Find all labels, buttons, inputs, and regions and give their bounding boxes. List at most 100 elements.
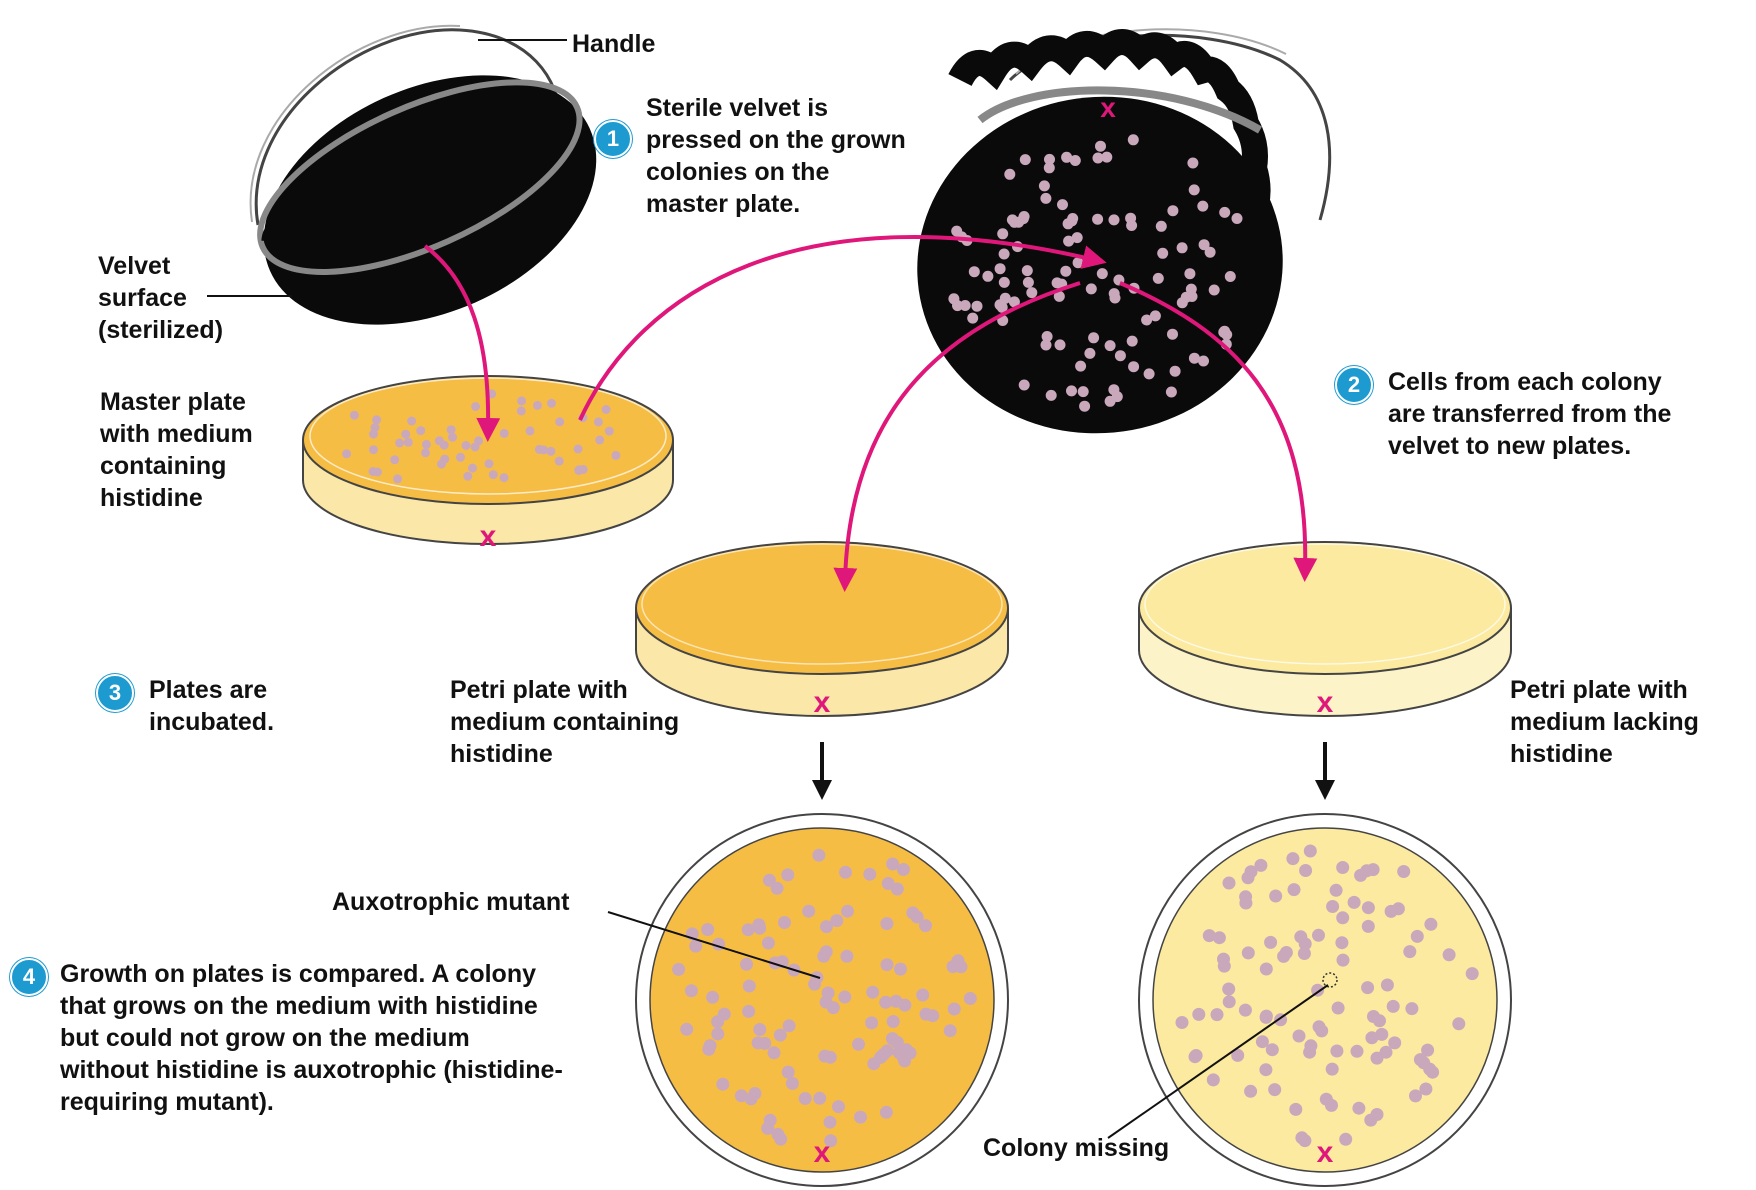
colony-dot: [574, 445, 583, 454]
colony-dot: [761, 1122, 774, 1135]
colony-dot: [1189, 184, 1200, 195]
colony-dot: [799, 1092, 812, 1105]
colony-dot: [768, 1046, 781, 1059]
colony-dot: [774, 1133, 787, 1146]
colony-dot: [1167, 329, 1178, 340]
colony-dot: [1088, 332, 1099, 343]
master-plate-line-3: containing: [100, 450, 253, 482]
colony-dot: [1157, 248, 1168, 259]
plate-lacking-histidine: x: [1139, 542, 1511, 719]
colony-dot: [824, 1116, 837, 1129]
colony-dot: [393, 474, 402, 483]
colony-dot: [1354, 869, 1367, 882]
colony-dot: [369, 445, 378, 454]
colony-dot: [758, 1037, 771, 1050]
plate-histidine-line-3: histidine: [450, 738, 679, 770]
colony-dot: [1144, 368, 1155, 379]
plate-histidine-label: Petri plate with medium containing histi…: [450, 674, 679, 770]
colony-dot: [672, 963, 685, 976]
colony-dot: [1362, 901, 1375, 914]
colony-dot: [999, 249, 1010, 260]
colony-dot: [350, 411, 359, 420]
colony-dot: [1007, 214, 1018, 225]
colony-dot: [926, 1009, 939, 1022]
step-3-badge: 3: [96, 674, 134, 712]
colony-dot: [1335, 936, 1348, 949]
colony-dot: [1336, 911, 1349, 924]
plate-lacking-line-3: histidine: [1510, 738, 1699, 770]
colony-dot: [822, 987, 835, 1000]
colony-dot: [964, 992, 977, 1005]
step-2-badge: 2: [1335, 366, 1373, 404]
colony-dot: [740, 958, 753, 971]
colony-dot: [1385, 905, 1398, 918]
colony-dot: [1207, 1073, 1220, 1086]
colony-dot: [533, 401, 542, 410]
velvet-surface-line-3: (sterilized): [98, 314, 223, 346]
colony-dot: [706, 991, 719, 1004]
colony-dot: [1187, 158, 1198, 169]
step-4-line-5: requiring mutant).: [60, 1086, 563, 1118]
master-x-mark-icon: x: [480, 520, 497, 553]
step-3-line-2: incubated.: [149, 706, 274, 738]
colony-dot: [778, 916, 791, 929]
colony-dot: [999, 277, 1010, 288]
colony-dot: [390, 455, 399, 464]
velvet-stamp-left: [225, 26, 636, 374]
colony-dot: [1304, 845, 1317, 858]
velvet-x-mark-icon: x: [1100, 92, 1116, 123]
colony-dot: [500, 429, 509, 438]
colony-dot: [1242, 871, 1255, 884]
step-4-line-4: without histidine is auxotrophic (histid…: [60, 1054, 563, 1086]
master-plate-label: Master plate with medium containing hist…: [100, 386, 253, 514]
colony-dot: [1371, 1052, 1384, 1065]
colony-dot: [1365, 1031, 1378, 1044]
step-1-badge: 1: [594, 120, 632, 158]
colony-dot: [1239, 890, 1252, 903]
colony-missing-label: Colony missing: [983, 1132, 1169, 1164]
colony-dot: [1424, 918, 1437, 931]
colony-dot: [840, 950, 853, 963]
colony-dot: [485, 459, 494, 468]
colony-dot: [1063, 236, 1074, 247]
colony-dot: [1176, 1016, 1189, 1029]
colony-dot: [463, 472, 472, 481]
step-3-line-1: Plates are: [149, 674, 274, 706]
colony-dot: [838, 991, 851, 1004]
colony-dot: [1426, 1066, 1439, 1079]
colony-dot: [982, 271, 993, 282]
colony-dot: [1213, 931, 1226, 944]
colony-dot: [813, 1092, 826, 1105]
colony-dot: [1225, 271, 1236, 282]
colony-dot: [820, 920, 833, 933]
colony-dot: [1079, 401, 1090, 412]
colony-dot: [1405, 1002, 1418, 1015]
colony-dot: [1219, 326, 1230, 337]
colony-dot: [1288, 883, 1301, 896]
colony-dot: [743, 980, 756, 993]
colony-dot: [1199, 239, 1210, 250]
colony-dot: [753, 1023, 766, 1036]
step-2-line-3: velvet to new plates.: [1388, 430, 1671, 462]
colony-dot: [1266, 1043, 1279, 1056]
colony-dot: [1197, 201, 1208, 212]
colony-dot: [489, 470, 498, 479]
colony-dot: [1326, 1063, 1339, 1076]
colony-dot: [1041, 340, 1052, 351]
colony-dot: [1125, 213, 1136, 224]
colony-dot: [865, 1016, 878, 1029]
colony-dot: [904, 1047, 917, 1060]
colony-dot: [1254, 859, 1267, 872]
colony-dot: [1326, 900, 1339, 913]
step-4-line-1: Growth on plates is compared. A colony: [60, 958, 563, 990]
colony-dot: [1381, 979, 1394, 992]
colony-dot: [1223, 877, 1236, 890]
colony-dot: [880, 1106, 893, 1119]
colony-dot: [546, 447, 555, 456]
colony-dot: [812, 849, 825, 862]
colony-dot: [818, 1050, 831, 1063]
colony-dot: [1141, 315, 1152, 326]
colony-dot: [944, 1024, 957, 1037]
colony-dot: [1105, 340, 1116, 351]
colony-dot: [474, 436, 483, 445]
